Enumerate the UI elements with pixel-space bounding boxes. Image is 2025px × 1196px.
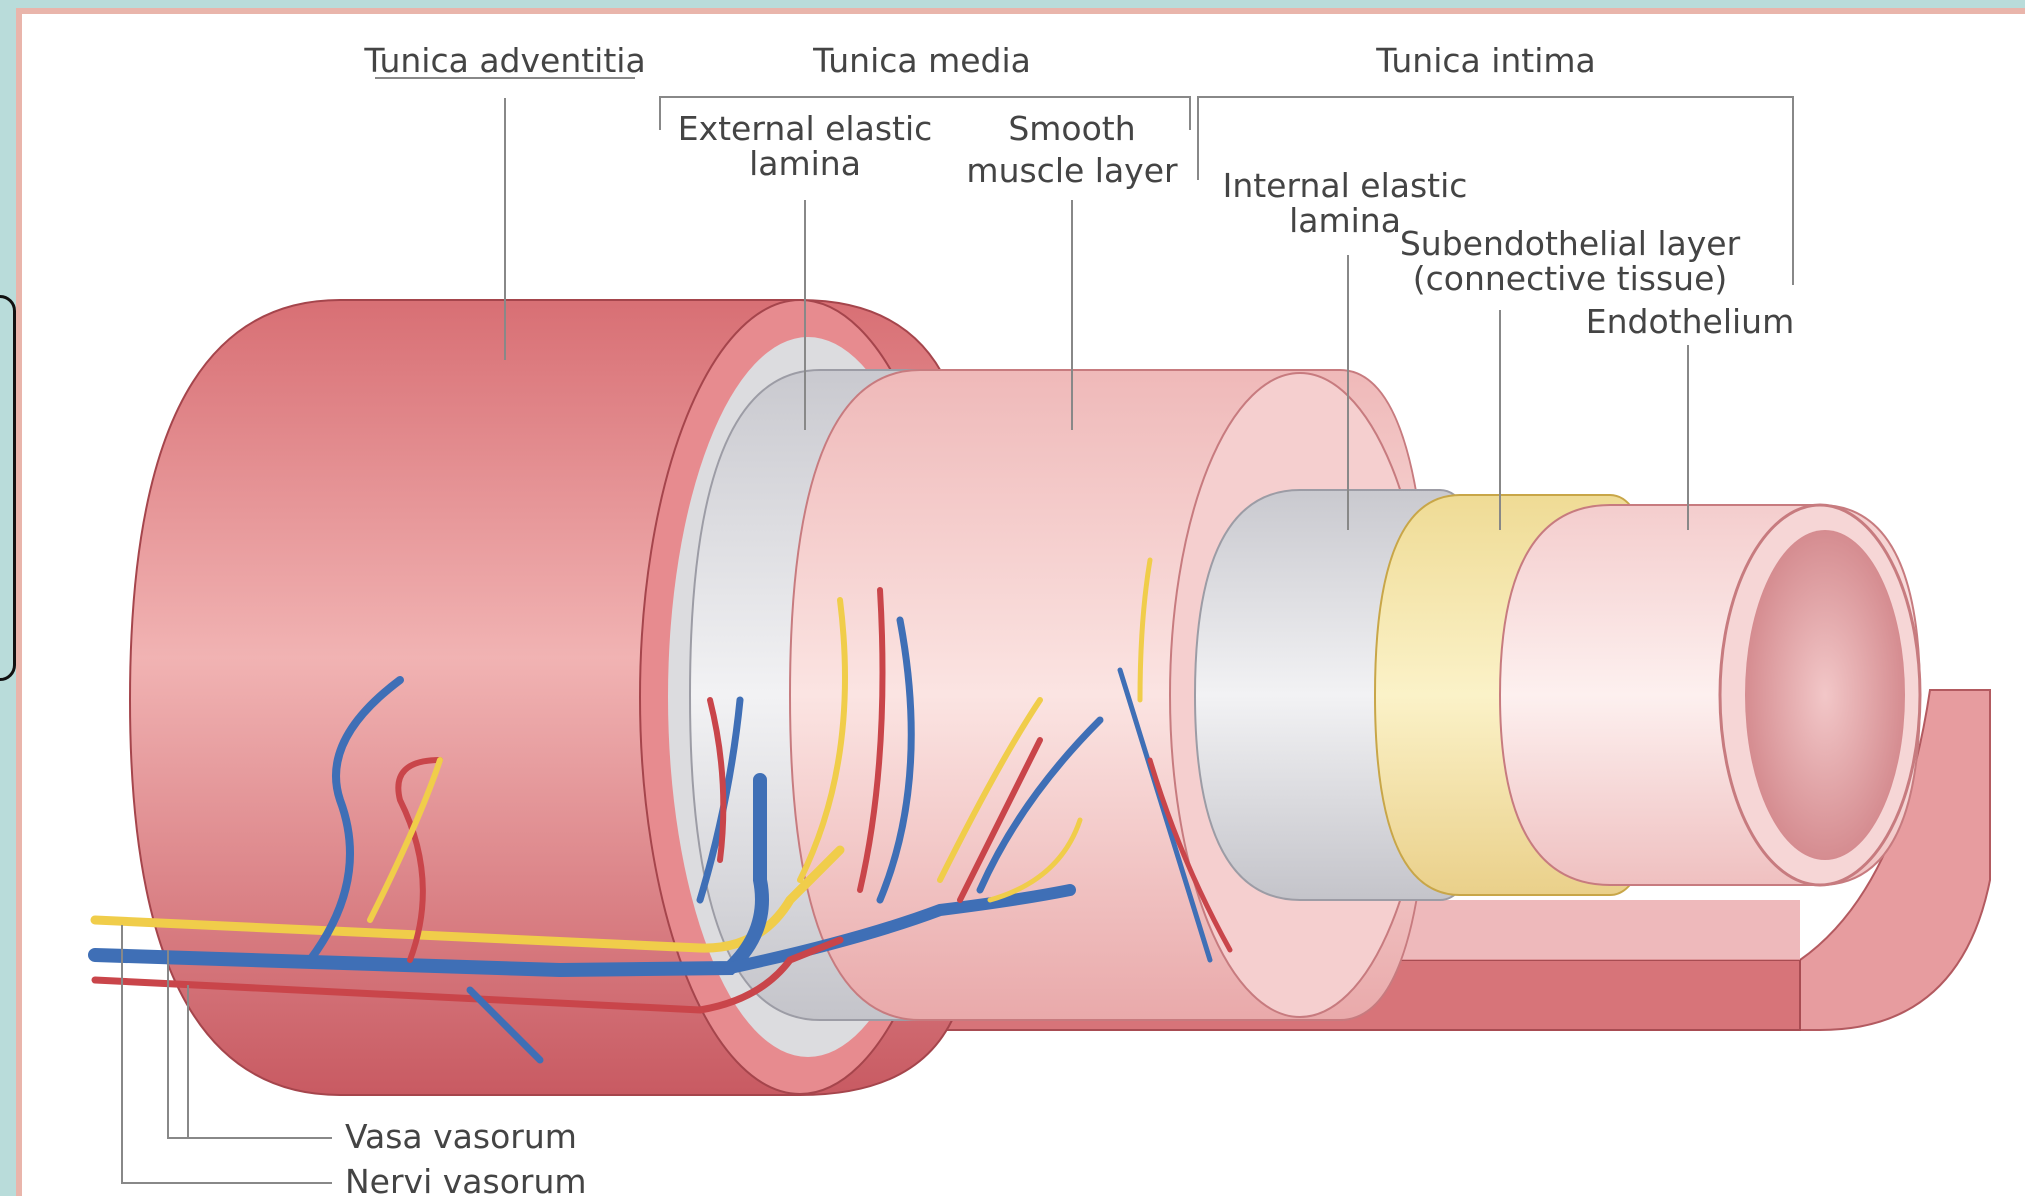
label-tunica-adventitia: Tunica adventitia [363,41,645,80]
label-endothelium: Endothelium [1586,302,1794,341]
label-internal-elastic-lamina-line2: lamina [1289,201,1401,240]
label-tunica-intima: Tunica intima [1375,41,1596,80]
label-external-elastic-lamina-line1: External elastic [678,109,933,148]
label-tunica-media: Tunica media [812,41,1031,80]
label-subendothelial-line1: Subendothelial layer [1400,224,1741,263]
label-subendothelial-line2: (connective tissue) [1413,259,1728,298]
label-nervi-vasorum: Nervi vasorum [345,1162,587,1196]
label-smooth-muscle-line2: muscle layer [966,151,1178,190]
endothelium-shape [1500,505,1920,885]
label-vasa-vasorum: Vasa vasorum [345,1117,577,1156]
label-smooth-muscle-line1: Smooth [1008,109,1135,148]
label-internal-elastic-lamina-line1: Internal elastic [1223,166,1468,205]
label-external-elastic-lamina-line2: lamina [749,144,861,183]
